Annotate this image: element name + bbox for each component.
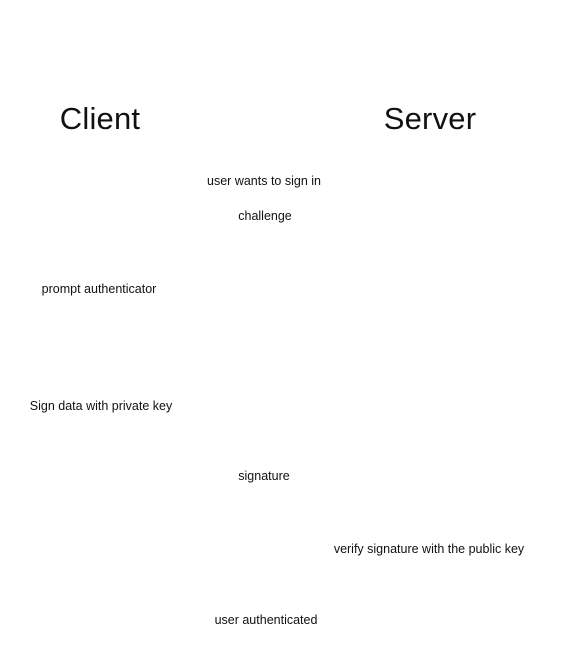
client-step-sign-data: Sign data with private key	[26, 399, 176, 414]
message-signature: signature	[235, 469, 293, 484]
server-step-verify-signature: verify signature with the public key	[330, 542, 528, 557]
server-column-title: Server	[383, 101, 477, 136]
message-challenge: challenge	[235, 209, 295, 224]
message-user-wants-sign-in: user wants to sign in	[204, 174, 324, 189]
client-step-prompt-authenticator: prompt authenticator	[38, 282, 160, 297]
message-user-authenticated: user authenticated	[211, 613, 321, 628]
client-column-title: Client	[59, 101, 141, 136]
